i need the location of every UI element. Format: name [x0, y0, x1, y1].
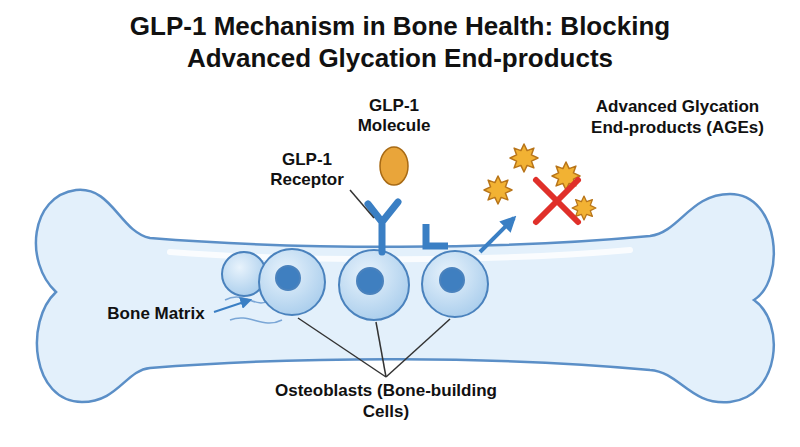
- glp1-receptor: [368, 202, 398, 252]
- block-cross: [536, 180, 578, 222]
- layout-spacer: [120, 42, 130, 72]
- blocking-arrow: [480, 218, 514, 252]
- molecule-label: GLP-1 Molecule: [344, 96, 444, 136]
- osteoblast-cells: [222, 249, 488, 320]
- layout-spacer: [670, 42, 680, 72]
- leader-lines: [298, 190, 450, 377]
- diagram-title: GLP-1 Mechanism in Bone Health: Blocking…: [120, 10, 680, 74]
- matrix-arrow: [214, 300, 250, 312]
- bone-shape: [36, 190, 774, 403]
- osteoblast-label: Osteoblasts (Bone-building Cells): [266, 380, 506, 422]
- matrix-label: Bone Matrix: [100, 304, 212, 324]
- receptor-label: GLP-1 Receptor: [262, 150, 352, 190]
- glp1-molecule: [380, 147, 408, 185]
- ages-label: Advanced Glycation End-products (AGEs): [590, 96, 765, 138]
- signal-symbol: [426, 224, 448, 246]
